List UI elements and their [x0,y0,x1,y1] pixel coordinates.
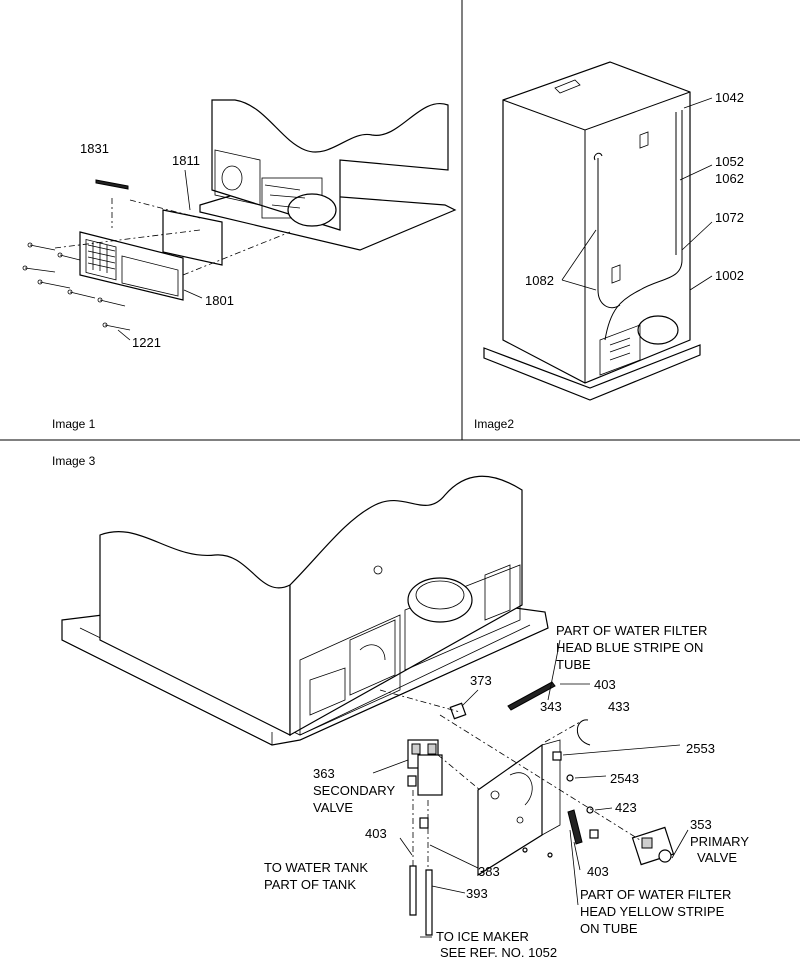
tank-note-line1: TO WATER TANK [264,860,368,875]
label-393: 393 [466,886,488,901]
image2-labels: 1042 1052 1062 1072 1082 1002 [525,90,744,288]
primary-valve-line1: PRIMARY [690,834,749,849]
ice-maker-note-line2: SEE REF. NO. 1052 [440,945,557,960]
label-1072: 1072 [715,210,744,225]
label-1052: 1052 [715,154,744,169]
blue-stripe-note-line3: TUBE [556,657,591,672]
label-1221: 1221 [132,335,161,350]
image3-caption: Image 3 [52,454,96,468]
image2-caption: Image2 [474,417,514,431]
label-373: 373 [470,673,492,688]
secondary-valve-line1: SECONDARY [313,783,395,798]
label-2553: 2553 [686,741,715,756]
panel-captions: Image 1 Image2 Image 3 [52,417,514,468]
label-1831: 1831 [80,141,109,156]
image3-labels: PART OF WATER FILTER HEAD BLUE STRIPE ON… [264,623,749,960]
tank-note-line2: PART OF TANK [264,877,356,892]
label-383: 383 [478,864,500,879]
blue-stripe-note-line2: HEAD BLUE STRIPE ON [556,640,703,655]
yellow-stripe-note-line3: ON TUBE [580,921,638,936]
primary-valve-line2: VALVE [697,850,737,865]
label-2543: 2543 [610,771,639,786]
label-423: 423 [615,800,637,815]
label-433: 433 [608,699,630,714]
label-343: 343 [540,699,562,714]
label-1002: 1002 [715,268,744,283]
image2-drawing [483,61,713,401]
panel-dividers [0,0,800,441]
yellow-stripe-note-line2: HEAD YELLOW STRIPE [580,904,725,919]
yellow-stripe-note-line1: PART OF WATER FILTER [580,887,731,902]
image1-caption: Image 1 [52,417,96,431]
ice-maker-note-line1: TO ICE MAKER [436,929,529,944]
label-1062: 1062 [715,171,744,186]
label-1811: 1811 [172,153,200,168]
label-1042: 1042 [715,90,744,105]
label-403-top: 403 [594,677,616,692]
secondary-valve-line2: VALVE [313,800,353,815]
label-1082: 1082 [525,273,554,288]
image1-labels: 1831 1811 1801 1221 [80,141,234,350]
image1-drawing [22,99,457,341]
label-403-bottom: 403 [587,864,609,879]
label-1801: 1801 [205,293,234,308]
blue-stripe-note-line1: PART OF WATER FILTER [556,623,707,638]
label-353: 353 [690,817,712,832]
label-403-left: 403 [365,826,387,841]
label-363: 363 [313,766,335,781]
image3-drawing [61,475,689,938]
